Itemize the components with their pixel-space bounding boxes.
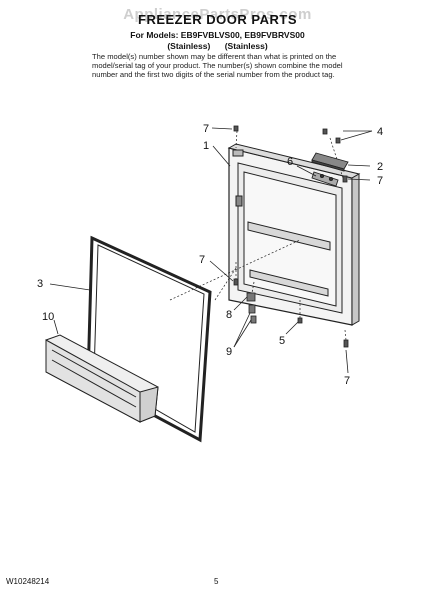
model-variant-2: (Stainless) <box>224 41 268 51</box>
page-title: FREEZER DOOR PARTS <box>138 12 297 27</box>
hinge-bracket <box>311 152 349 172</box>
callout-7-right: 7 <box>377 175 383 187</box>
page-number: 5 <box>214 577 219 586</box>
callout-3: 3 <box>37 278 43 290</box>
callout-7-top-left: 7 <box>203 123 209 135</box>
model-variants: (Stainless) (Stainless) <box>0 41 435 52</box>
freezer-door-bin <box>45 334 159 423</box>
models-line: For Models: EB9FVBLVS00, EB9FVBRVS00 <box>130 30 305 40</box>
freezer-door-assembly <box>169 130 361 341</box>
callout-1: 1 <box>203 140 209 152</box>
callout-2: 2 <box>377 161 383 173</box>
callout-5: 5 <box>279 335 285 347</box>
callout-9: 9 <box>226 346 232 358</box>
document-number: W10248214 <box>6 577 50 586</box>
model-variant-1: (Stainless) <box>167 41 211 51</box>
callout-10: 10 <box>42 311 54 323</box>
leader-lines <box>49 127 373 374</box>
callout-labels: 7 1 4 2 6 7 7 3 10 8 9 5 7 <box>37 123 383 387</box>
door-stop-parts <box>246 281 257 324</box>
callout-7-middle: 7 <box>199 254 205 266</box>
callout-6: 6 <box>287 156 293 168</box>
hinge-plate <box>311 171 339 187</box>
watermark-text: AppliancePartsPros.com <box>123 6 312 23</box>
callout-8: 8 <box>226 309 232 321</box>
callout-7-bottom: 7 <box>344 375 350 387</box>
screw-parts <box>233 125 349 348</box>
callout-4: 4 <box>377 126 383 138</box>
model-list: For Models: EB9FVBLVS00, EB9FVBRVS00 (St… <box>0 30 435 52</box>
model-note: The model(s) number shown may be differe… <box>92 52 343 80</box>
door-gasket <box>86 235 212 443</box>
